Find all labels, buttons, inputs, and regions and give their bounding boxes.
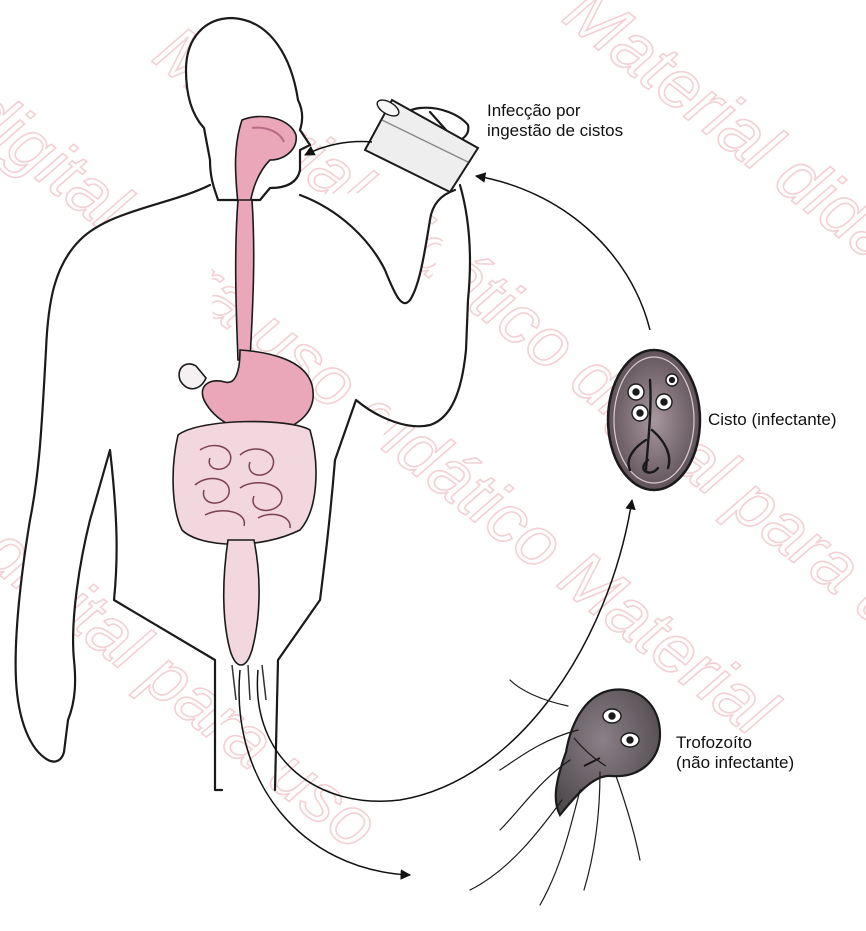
trophozoite-label-line-1: Trofozoíto (676, 733, 794, 753)
trophozoite-illustration (470, 680, 660, 905)
infection-label-line-2: ingestão de cistos (487, 121, 623, 141)
rectum (224, 540, 259, 665)
trophozoite-label: Trofozoíto (não infectante) (676, 733, 794, 773)
esophagus (236, 200, 254, 360)
infection-label-line-1: Infecção por (487, 101, 623, 121)
cyst-illustration (608, 350, 700, 490)
trophozoite-label-line-2: (não infectante) (676, 753, 794, 773)
cyst-label-text: Cisto (infectante) (708, 410, 837, 430)
infection-label: Infecção por ingestão de cistos (487, 101, 623, 141)
cyst-label: Cisto (infectante) (708, 410, 837, 430)
